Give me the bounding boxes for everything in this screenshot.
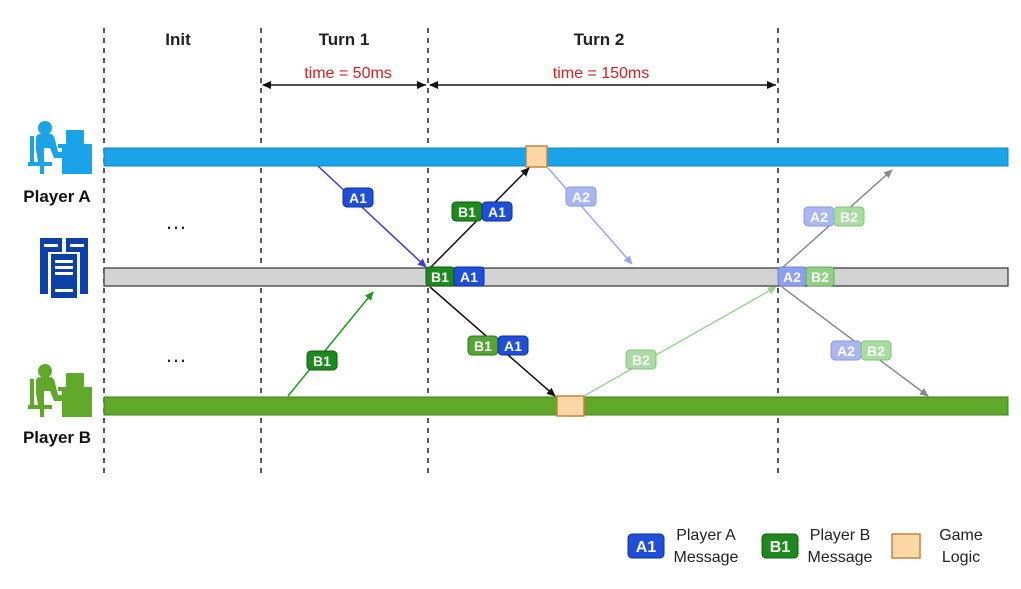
badge-a1-uplink: A1 [342, 187, 374, 208]
badge-b2-server-text: B2 [811, 269, 829, 285]
turn1-duration: time = 50ms [304, 65, 392, 82]
badge-a2b2-server: A2 B2 [777, 266, 835, 287]
legend-b-badge-text: B1 [770, 539, 791, 556]
badge-b1-to-a-text: B1 [458, 204, 476, 220]
legend-game-logic: Game Logic [891, 527, 983, 566]
init-ellipsis-lower: … [165, 342, 187, 367]
player-b-icon [28, 364, 92, 417]
legend-b-line2: Message [808, 549, 873, 566]
badge-b2-to-b-text: B2 [867, 343, 885, 359]
badge-b2-uplink-text: B2 [632, 352, 650, 368]
legend-player-b-message: B1 Player B Message [761, 527, 873, 566]
legend-a-badge-text: A1 [636, 539, 657, 556]
badge-b1-to-b-text: B1 [474, 338, 492, 354]
legend: A1 Player A Message B1 Player B Message … [627, 527, 983, 566]
legend-b-line1: Player B [810, 527, 870, 544]
badge-a1-server-text: A1 [460, 269, 478, 285]
legend-game-line1: Game [939, 527, 983, 544]
arrow-a2-to-server [547, 167, 633, 265]
phase-label-turn2: Turn 2 [574, 30, 625, 49]
phase-label-init: Init [165, 30, 191, 49]
arrow-b1-to-server [287, 291, 374, 397]
badge-a1-to-b-text: A1 [504, 338, 522, 354]
badge-a2-uplink-text: A2 [572, 189, 590, 205]
player-b-label: Player B [23, 428, 91, 447]
init-ellipsis-upper: … [165, 209, 187, 234]
player-a-label: Player A [23, 187, 90, 206]
legend-a-line2: Message [674, 549, 739, 566]
message-badges: A1 B1 B1 A1 B1 A1 B1 A1 [306, 186, 892, 371]
badge-b2-to-a-text: B2 [840, 209, 858, 225]
legend-game-line2: Logic [942, 549, 980, 566]
badge-a2-server-text: A2 [783, 269, 801, 285]
badge-a2-uplink: A2 [565, 186, 597, 207]
badge-b2-uplink: B2 [625, 349, 657, 370]
server-icon [40, 238, 88, 298]
badge-a2-to-a-text: A2 [810, 209, 828, 225]
game-logic-box-player-a [525, 145, 548, 168]
arrow-b2-to-server [583, 286, 777, 397]
legend-a-line1: Player A [676, 527, 736, 544]
badge-b1-uplink: B1 [306, 350, 338, 371]
badge-b1a1-to-player-a: B1 A1 [451, 201, 513, 222]
badge-b1a1-to-player-b: B1 A1 [467, 335, 529, 356]
badge-a1-uplink-text: A1 [349, 190, 367, 206]
badge-a2b2-to-player-b: A2 B2 [830, 340, 892, 361]
player-a-lane [103, 147, 1009, 167]
badge-a2b2-to-player-a: A2 B2 [803, 206, 865, 227]
game-logic-box-player-b [556, 395, 585, 417]
player-b-lane [103, 396, 1009, 416]
badge-a2-to-b-text: A2 [837, 343, 855, 359]
badge-a1-to-a-text: A1 [488, 204, 506, 220]
legend-player-a-message: A1 Player A Message [627, 527, 739, 566]
turn2-duration: time = 150ms [553, 65, 649, 82]
badge-b1-uplink-text: B1 [313, 353, 331, 369]
badge-b1a1-server: B1 A1 [425, 266, 485, 287]
badge-b1-server-text: B1 [431, 269, 449, 285]
phase-label-turn1: Turn 1 [319, 30, 370, 49]
server-lane [103, 267, 1009, 287]
player-a-icon [28, 121, 92, 174]
arrow-a1-to-server [317, 165, 427, 268]
